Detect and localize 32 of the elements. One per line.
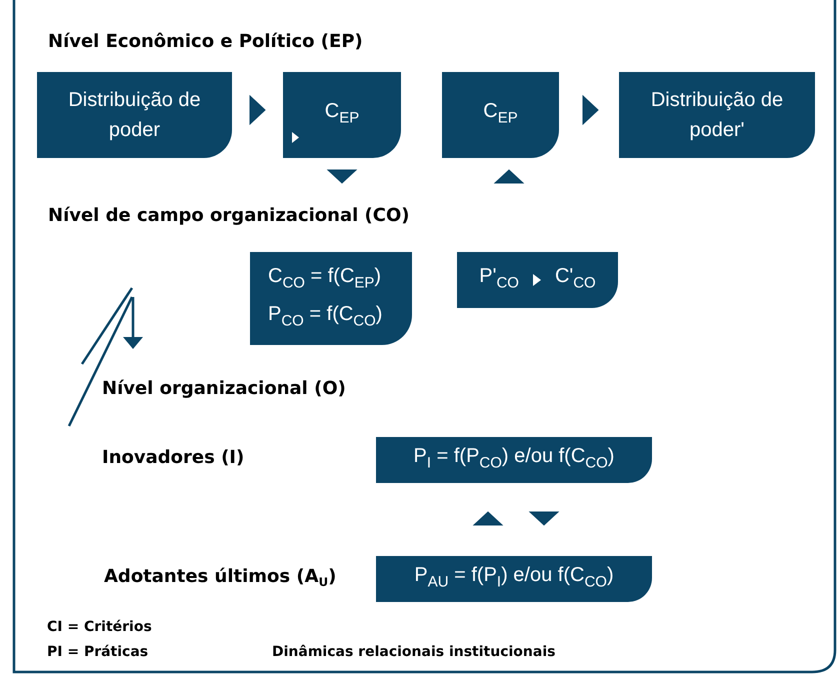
note-text: CI = Critérios — [47, 619, 152, 635]
note-text: PI = Práticas — [47, 644, 148, 660]
arrow — [472, 511, 504, 526]
arrow — [494, 169, 524, 184]
arrow — [528, 512, 560, 526]
process-box — [376, 556, 652, 602]
arrow — [250, 94, 266, 126]
process-box — [619, 72, 815, 158]
process-box — [442, 72, 559, 158]
level-heading: Adotantes últimos (A$_{U}$) — [104, 566, 336, 590]
arrow — [326, 170, 358, 184]
level-heading: Nível de campo organizacional (CO) — [48, 205, 410, 226]
process-box — [37, 72, 232, 158]
formula-text: P$_{CO}$ = f(C$_{CO}$) — [268, 302, 382, 331]
formula-text: Distribuição de poder' — [650, 88, 784, 143]
level-heading: Nível Econômico e Político (EP) — [48, 31, 363, 52]
process-box — [457, 252, 618, 308]
process-box — [250, 252, 412, 345]
formula-text: C$_{EP}$ — [483, 99, 518, 129]
formula-text: C$_{CO}$ = f(C$_{EP}$) — [268, 264, 382, 294]
arrow — [582, 94, 599, 126]
formula-text: Distribuição de poder — [67, 88, 202, 143]
process-box — [376, 437, 652, 483]
formula-text: C$_{EP}$ — [324, 99, 360, 129]
formula-text: P'$_{CO}$ — [479, 264, 519, 294]
formula-text: C'$_{CO}$ — [554, 264, 596, 294]
formula-text: P$_{AU}$ = f(P$_{I}$) e/ou f(C$_{CO}$) — [414, 563, 614, 593]
level-heading: Inovadores (I) — [102, 447, 244, 468]
note-text: Dinâmicas relacionais institucionais — [272, 644, 556, 660]
formula-text: P$_{I}$ = f(P$_{CO}$) e/ou f(C$_{CO}$) — [414, 444, 614, 474]
level-heading: Nível organizacional (O) — [102, 378, 346, 399]
process-box — [283, 72, 401, 158]
